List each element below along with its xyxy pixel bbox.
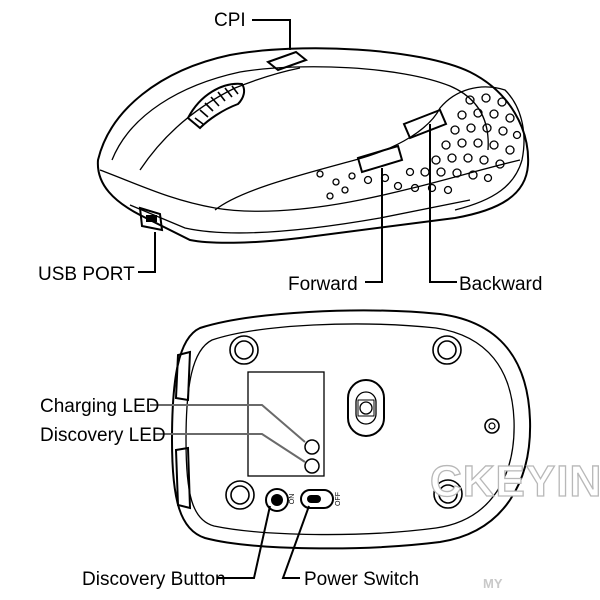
usb-port [138,206,164,232]
mouse-top-view: CPI USB PORT Forward Backward [38,10,542,295]
discovery-led-indicator [304,458,320,474]
foot-pad [433,479,463,509]
cpi-label: CPI [214,10,246,31]
mouse-base-band [129,199,471,234]
battery-cover [247,371,325,477]
discovery-button [265,488,289,512]
scroll-wheel [186,82,246,130]
foot-pad [229,335,259,365]
backward-label: Backward [459,274,542,295]
mouse-lower-shell [99,159,521,212]
foot-pad [225,480,255,510]
mouse-base-inner [185,323,515,536]
charging-led-label: Charging LED [40,396,159,417]
power-switch-off-mark: OFF [335,492,342,506]
discovery-button-leader-line [218,505,271,579]
charging-led-indicator [304,439,320,455]
side-grip-dots [316,93,522,200]
mouse-shell-ridge [111,66,489,161]
mouse-body-outline [96,47,530,244]
mouse-button-split [139,67,301,171]
forward-leader-line [365,168,383,283]
forward-label: Forward [288,274,358,295]
mouse-bottom-view: ON OFF Charging LED Discovery LED Discov… [40,309,532,590]
watermark-text: CKEYIN [430,457,600,506]
optical-sensor [347,379,385,437]
mouse-base-outline [170,309,532,550]
power-switch-leader-line [281,505,310,579]
discovery-led-label: Discovery LED [40,425,166,446]
power-switch-on-mark: ON [289,494,296,505]
watermark-corner-text: MY [483,576,503,591]
forward-side-button [356,144,404,174]
screw-icon [484,418,500,434]
feet-pads [225,335,463,510]
cpi-button [265,50,309,72]
discovery-led-leader-line [155,433,306,463]
cpi-leader-line [252,19,291,50]
discovery-button-label: Discovery Button [82,569,226,590]
usb-port-label: USB PORT [38,264,135,285]
foot-pad [432,335,462,365]
charging-led-leader-line [150,404,306,443]
usb-port-leader-line [138,232,156,273]
side-grip-tabs [174,350,192,510]
backward-leader-line [429,124,457,283]
side-buttons [356,108,448,174]
power-switch: ON OFF [289,489,342,509]
power-switch-label: Power Switch [304,569,419,590]
backward-side-button [402,108,448,140]
mouse-side-panel [214,86,525,211]
